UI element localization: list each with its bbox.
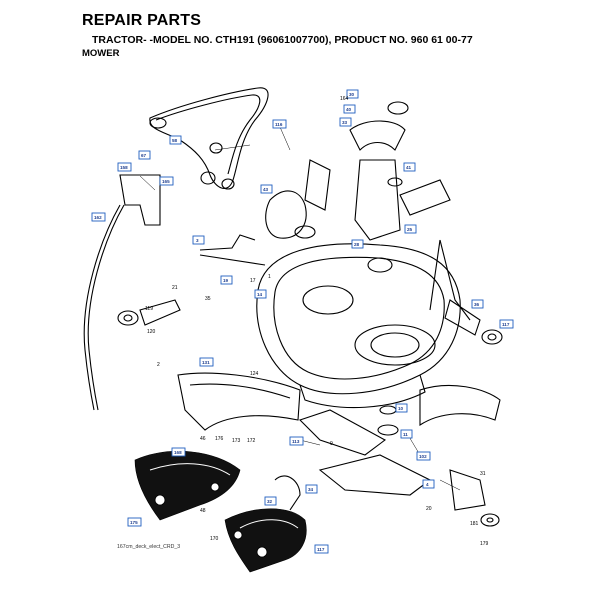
callout-34: 34 <box>305 484 318 494</box>
svg-text:33: 33 <box>342 120 348 125</box>
callouts: 158 67 165 162 58 116 3 19 14 43 30 40 3… <box>91 89 514 554</box>
svg-text:113: 113 <box>292 439 300 444</box>
svg-text:162: 162 <box>94 215 102 220</box>
svg-text:168: 168 <box>174 450 182 455</box>
callout-131: 131 <box>199 357 214 367</box>
part-179: 179 <box>480 541 489 547</box>
callout-32: 32 <box>264 496 277 506</box>
svg-text:40: 40 <box>346 107 352 112</box>
svg-text:175: 175 <box>130 520 138 525</box>
svg-text:4: 4 <box>426 482 429 487</box>
part-20: 20 <box>426 506 432 512</box>
svg-text:14: 14 <box>257 292 263 297</box>
svg-text:67: 67 <box>141 153 147 158</box>
part-176: 176 <box>215 436 224 442</box>
callout-168: 168 <box>171 447 186 457</box>
plate-bolt-icon <box>256 546 268 558</box>
plate-bolt-icon <box>233 530 243 540</box>
part-181: 181 <box>470 521 479 527</box>
callout-19: 19 <box>220 275 233 285</box>
mulch-plates <box>134 451 307 573</box>
part-2: 2 <box>157 362 160 368</box>
deck-drawing <box>83 87 503 527</box>
callout-10: 10 <box>395 403 408 413</box>
callout-175: 175 <box>127 517 142 527</box>
callout-36: 36 <box>471 299 484 309</box>
part-9: 9 <box>330 441 333 447</box>
svg-text:11: 11 <box>403 432 408 437</box>
svg-text:58: 58 <box>172 138 178 143</box>
callout-43: 43 <box>260 184 273 194</box>
svg-text:43: 43 <box>263 187 269 192</box>
part-170: 170 <box>210 536 219 542</box>
svg-text:102: 102 <box>419 454 427 459</box>
part-21: 21 <box>172 285 178 291</box>
svg-text:10: 10 <box>398 406 404 411</box>
part-numbers: 2 21 35 119 120 46 176 173 172 170 48 12… <box>145 96 489 547</box>
mulch-plate-highlights <box>149 463 299 529</box>
part-35: 35 <box>205 296 211 302</box>
svg-text:3: 3 <box>196 238 199 243</box>
part-17: 17 <box>250 278 256 284</box>
part-164: 164 <box>340 96 349 102</box>
svg-text:165: 165 <box>162 179 170 184</box>
callout-41: 41 <box>403 162 416 172</box>
svg-text:116: 116 <box>275 122 283 127</box>
callout-117b: 117 <box>314 544 329 554</box>
svg-text:32: 32 <box>267 499 273 504</box>
callout-58: 58 <box>169 135 182 145</box>
plate-bolt-icon <box>210 482 220 492</box>
svg-text:25: 25 <box>407 227 413 232</box>
callout-162: 162 <box>91 212 106 222</box>
part-119: 119 <box>145 306 153 312</box>
callout-158: 158 <box>117 162 132 172</box>
svg-text:117: 117 <box>502 322 510 327</box>
svg-text:34: 34 <box>308 487 314 492</box>
callout-67: 67 <box>138 150 151 160</box>
callout-3: 3 <box>192 235 205 245</box>
part-120: 120 <box>147 329 156 335</box>
svg-text:19: 19 <box>223 278 229 283</box>
callout-4: 4 <box>422 479 435 489</box>
part-173: 173 <box>232 438 241 444</box>
callout-116: 116 <box>272 119 287 129</box>
model-line: TRACTOR- -MODEL NO. CTH191 (96061007700)… <box>92 34 473 46</box>
callout-28: 28 <box>351 239 364 249</box>
callout-40: 40 <box>343 104 356 114</box>
part-31: 31 <box>480 471 486 477</box>
part-48: 48 <box>200 508 206 514</box>
callout-117: 117 <box>499 319 514 329</box>
svg-text:41: 41 <box>406 165 412 170</box>
callout-33: 33 <box>339 117 352 127</box>
svg-text:117: 117 <box>317 547 325 552</box>
plate-bolt-icon <box>154 494 166 506</box>
svg-text:158: 158 <box>120 165 128 170</box>
drawing-caption: 167cm_deck_elect_CRD_3 <box>117 544 180 550</box>
callout-30: 30 <box>346 89 359 99</box>
part-172: 172 <box>247 438 256 444</box>
section-label: MOWER <box>82 48 120 59</box>
part-124: 124 <box>250 371 259 377</box>
part-46: 46 <box>200 436 206 442</box>
page-title: REPAIR PARTS <box>82 12 202 29</box>
svg-text:36: 36 <box>474 302 480 307</box>
svg-text:131: 131 <box>202 360 210 365</box>
callout-11: 11 <box>400 429 413 439</box>
svg-text:30: 30 <box>349 92 355 97</box>
callout-14: 14 <box>254 289 267 299</box>
part-1: 1 <box>268 274 271 280</box>
callout-165: 165 <box>159 176 174 186</box>
callout-102: 102 <box>416 451 431 461</box>
callout-113: 113 <box>289 436 304 446</box>
callout-25: 25 <box>404 224 417 234</box>
svg-text:28: 28 <box>354 242 360 247</box>
